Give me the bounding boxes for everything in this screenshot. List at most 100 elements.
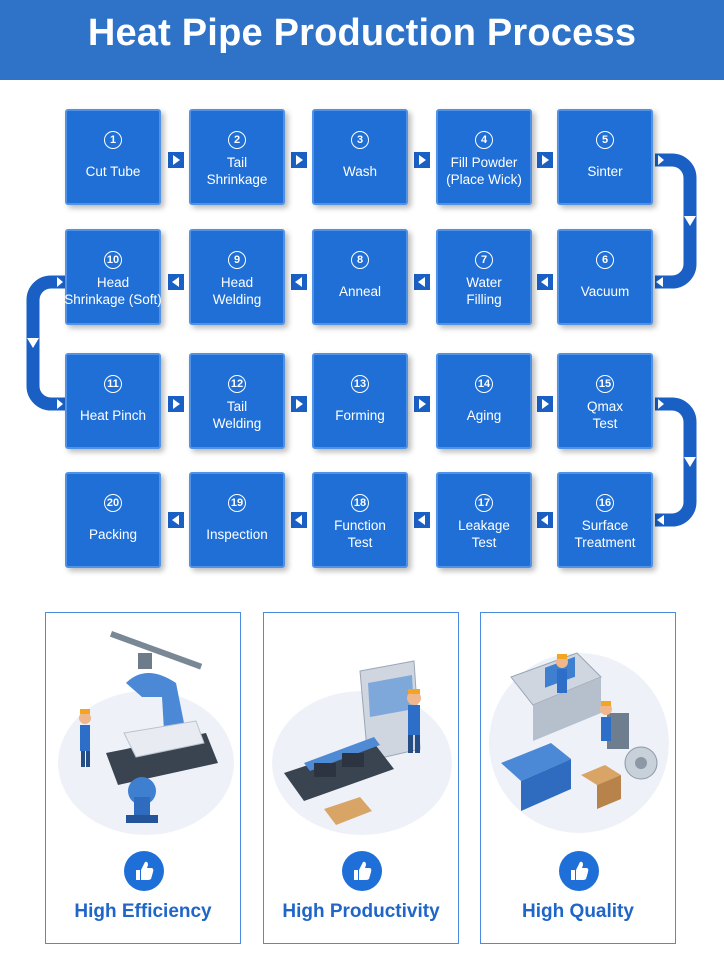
step-label: Inspection bbox=[206, 526, 268, 542]
step-label: Wash bbox=[342, 163, 377, 179]
card-label: High Productivity bbox=[282, 901, 440, 922]
step-number: 12 bbox=[228, 375, 246, 393]
step-number: 2 bbox=[228, 131, 246, 149]
connector-row2-row3 bbox=[26, 275, 65, 411]
robot-arm-illustration bbox=[58, 630, 234, 835]
step-label: Fill Powder (Place Wick) bbox=[446, 155, 522, 187]
step-number: 17 bbox=[475, 494, 493, 512]
arrow-left-icon bbox=[418, 277, 425, 287]
step-label: Packing bbox=[88, 526, 138, 542]
thumbs-up-icon bbox=[124, 851, 164, 891]
arrow-left-icon bbox=[657, 515, 664, 525]
arrow-right-icon bbox=[419, 155, 426, 165]
thumbs-up-icon bbox=[342, 851, 382, 891]
step-label: Vacuum bbox=[580, 283, 630, 299]
step-label: Water Filling bbox=[466, 275, 502, 307]
step-number: 13 bbox=[351, 375, 369, 393]
step-number: 1 bbox=[104, 131, 122, 149]
step-number: 14 bbox=[475, 375, 493, 393]
card-label: High Efficiency bbox=[74, 901, 212, 922]
arrow-left-icon bbox=[656, 277, 663, 287]
step-number: 8 bbox=[351, 251, 369, 269]
step-label: Surface Treatment bbox=[574, 518, 636, 550]
card-high-efficiency: High Efficiency bbox=[45, 612, 241, 944]
flow-connectors bbox=[26, 152, 697, 528]
arrow-right-icon bbox=[542, 399, 549, 409]
production-line-illustration bbox=[272, 660, 452, 835]
card-label: High Quality bbox=[522, 901, 634, 922]
page-title: Heat Pipe Production Process bbox=[87, 12, 637, 54]
step-number: 19 bbox=[228, 494, 246, 512]
step-label: Head Shrinkage (Soft) bbox=[64, 275, 162, 307]
step-label: Tail Shrinkage bbox=[206, 155, 268, 187]
arrow-right-icon bbox=[173, 399, 180, 409]
connector-row3-row4 bbox=[655, 397, 697, 527]
arrow-left-icon bbox=[295, 277, 302, 287]
arrow-right-icon bbox=[57, 399, 63, 409]
arrow-down-icon bbox=[684, 457, 696, 467]
connector-row1-row2 bbox=[655, 153, 697, 289]
arrow-left-icon bbox=[172, 277, 179, 287]
arrow-left-icon bbox=[541, 277, 548, 287]
step-label: Leakage Test bbox=[458, 518, 510, 550]
arrow-right-icon bbox=[296, 399, 303, 409]
card-high-quality: High Quality bbox=[480, 612, 676, 944]
step-number: 5 bbox=[596, 131, 614, 149]
step-number: 15 bbox=[596, 375, 614, 393]
arrow-right-icon bbox=[658, 399, 664, 409]
card-high-productivity: High Productivity bbox=[263, 612, 459, 944]
arrow-right-icon bbox=[57, 277, 63, 287]
arrow-down-icon bbox=[27, 338, 39, 348]
step-number: 10 bbox=[104, 251, 122, 269]
thumbs-up-icon bbox=[559, 851, 599, 891]
step-number: 4 bbox=[475, 131, 493, 149]
step-label: Tail Welding bbox=[212, 399, 262, 431]
arrow-left-icon bbox=[541, 515, 548, 525]
step-number: 18 bbox=[351, 494, 369, 512]
step-label: Sinter bbox=[587, 163, 623, 179]
arrow-down-icon bbox=[684, 216, 696, 226]
arrow-right-icon bbox=[296, 155, 303, 165]
step-label: Cut Tube bbox=[85, 163, 141, 179]
step-label: Forming bbox=[335, 407, 385, 423]
arrow-left-icon bbox=[418, 515, 425, 525]
arrow-right-icon bbox=[173, 155, 180, 165]
step-number: 6 bbox=[596, 251, 614, 269]
step-label: Anneal bbox=[338, 283, 382, 299]
step-label: Aging bbox=[466, 407, 502, 423]
arrow-right-icon bbox=[542, 155, 549, 165]
step-number: 20 bbox=[104, 494, 122, 512]
step-label: Qmax Test bbox=[586, 399, 623, 431]
arrow-right-icon bbox=[419, 399, 426, 409]
step-number: 11 bbox=[104, 375, 122, 393]
arrow-right-icon bbox=[658, 155, 664, 165]
step-number: 3 bbox=[351, 131, 369, 149]
step-label: Head Welding bbox=[212, 275, 262, 307]
step-number: 9 bbox=[228, 251, 246, 269]
step-label: Heat Pinch bbox=[79, 407, 147, 423]
cnc-machines-illustration bbox=[489, 652, 669, 833]
step-number: 16 bbox=[596, 494, 614, 512]
arrow-left-icon bbox=[172, 515, 179, 525]
step-label: Function Test bbox=[334, 518, 386, 550]
arrow-left-icon bbox=[295, 515, 302, 525]
